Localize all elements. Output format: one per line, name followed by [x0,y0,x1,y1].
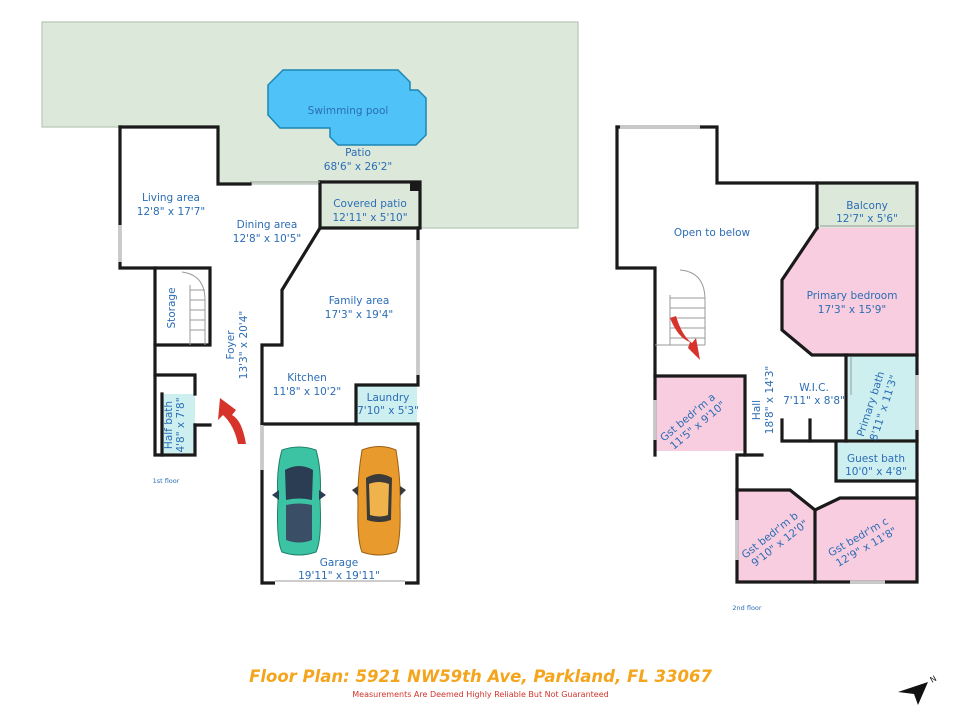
stairs-1st [181,271,206,345]
label-guest-bath-dim: 10'0" x 4'8" [845,466,907,478]
label-covered-patio: Covered patio [333,198,407,210]
primary-bath-area [846,355,917,441]
label-patio-dim: 68'6" x 26'2" [324,161,392,173]
car-teal-icon [272,446,326,556]
label-wic: W.I.C. [799,382,829,394]
label-hall: Hall [751,400,763,420]
stairs-2nd [655,269,706,346]
label-hall-dim: 18'8" x 14'3" [764,366,776,434]
label-covered-patio-dim: 12'11" x 5'10" [332,212,407,224]
label-family: Family area [329,295,390,307]
entry-arrow-icon [218,398,246,444]
label-dining-dim: 12'8" x 10'5" [233,233,301,245]
label-laundry: Laundry [367,392,410,404]
primary-bedroom-area [782,228,917,355]
label-kitchen: Kitchen [287,372,326,384]
label-half-bath-dim: 4'8" x 7'8" [175,397,187,452]
footer-subtitle: Measurements Are Deemed Highly Reliable … [352,690,609,699]
label-foyer-dim: 13'3" x 20'4" [238,311,250,379]
label-living: Living area [142,192,200,204]
laundry-room [356,385,417,424]
second-floor: Open to below Balcony 12'7" x 5'6" Prima… [615,125,919,612]
label-wic-dim: 7'11" x 8'8" [783,395,845,407]
label-living-dim: 12'8" x 17'7" [137,206,205,218]
footer-title: Floor Plan: 5921 NW59th Ave, Parkland, F… [249,667,712,686]
label-pool: Swimming pool [308,105,389,117]
guest-bath-area [836,443,917,481]
covered-patio [320,184,420,229]
first-floor: Swimming pool Patio 68'6" x 26'2" Living… [41,21,579,585]
label-family-dim: 17'3" x 19'4" [325,309,393,321]
label-open-to-below: Open to below [674,227,751,239]
label-half-bath: Half bath [163,401,175,449]
label-laundry-dim: 7'10" x 5'3" [357,405,419,417]
label-patio: Patio [345,147,371,159]
car-orange-icon [352,446,406,556]
gst-bedroom-a-area [655,376,745,451]
balcony-area [817,183,917,228]
stair-arrow-icon [670,316,700,360]
label-dining: Dining area [237,219,298,231]
label-guest-bath: Guest bath [847,453,905,465]
label-balcony: Balcony [846,200,888,212]
gst-bedroom-b-area [737,490,815,582]
floor-label-first: 1st floor [153,477,180,485]
label-primary-bedroom-dim: 17'3" x 15'9" [818,304,886,316]
label-kitchen-dim: 11'8" x 10'2" [273,386,341,398]
label-garage: Garage [320,557,358,569]
floor-label-second: 2nd floor [732,604,761,612]
label-balcony-dim: 12'7" x 5'6" [836,213,898,225]
label-primary-bedroom: Primary bedroom [807,290,898,302]
label-storage: Storage [166,287,178,328]
half-bath-room [162,394,195,453]
compass-letter: N [929,674,939,685]
gst-bedroom-c-area [815,498,917,582]
compass-icon: N [898,674,938,705]
label-garage-dim: 19'11" x 19'11" [298,570,380,582]
label-foyer: Foyer [225,330,237,360]
swimming-pool [267,69,427,146]
